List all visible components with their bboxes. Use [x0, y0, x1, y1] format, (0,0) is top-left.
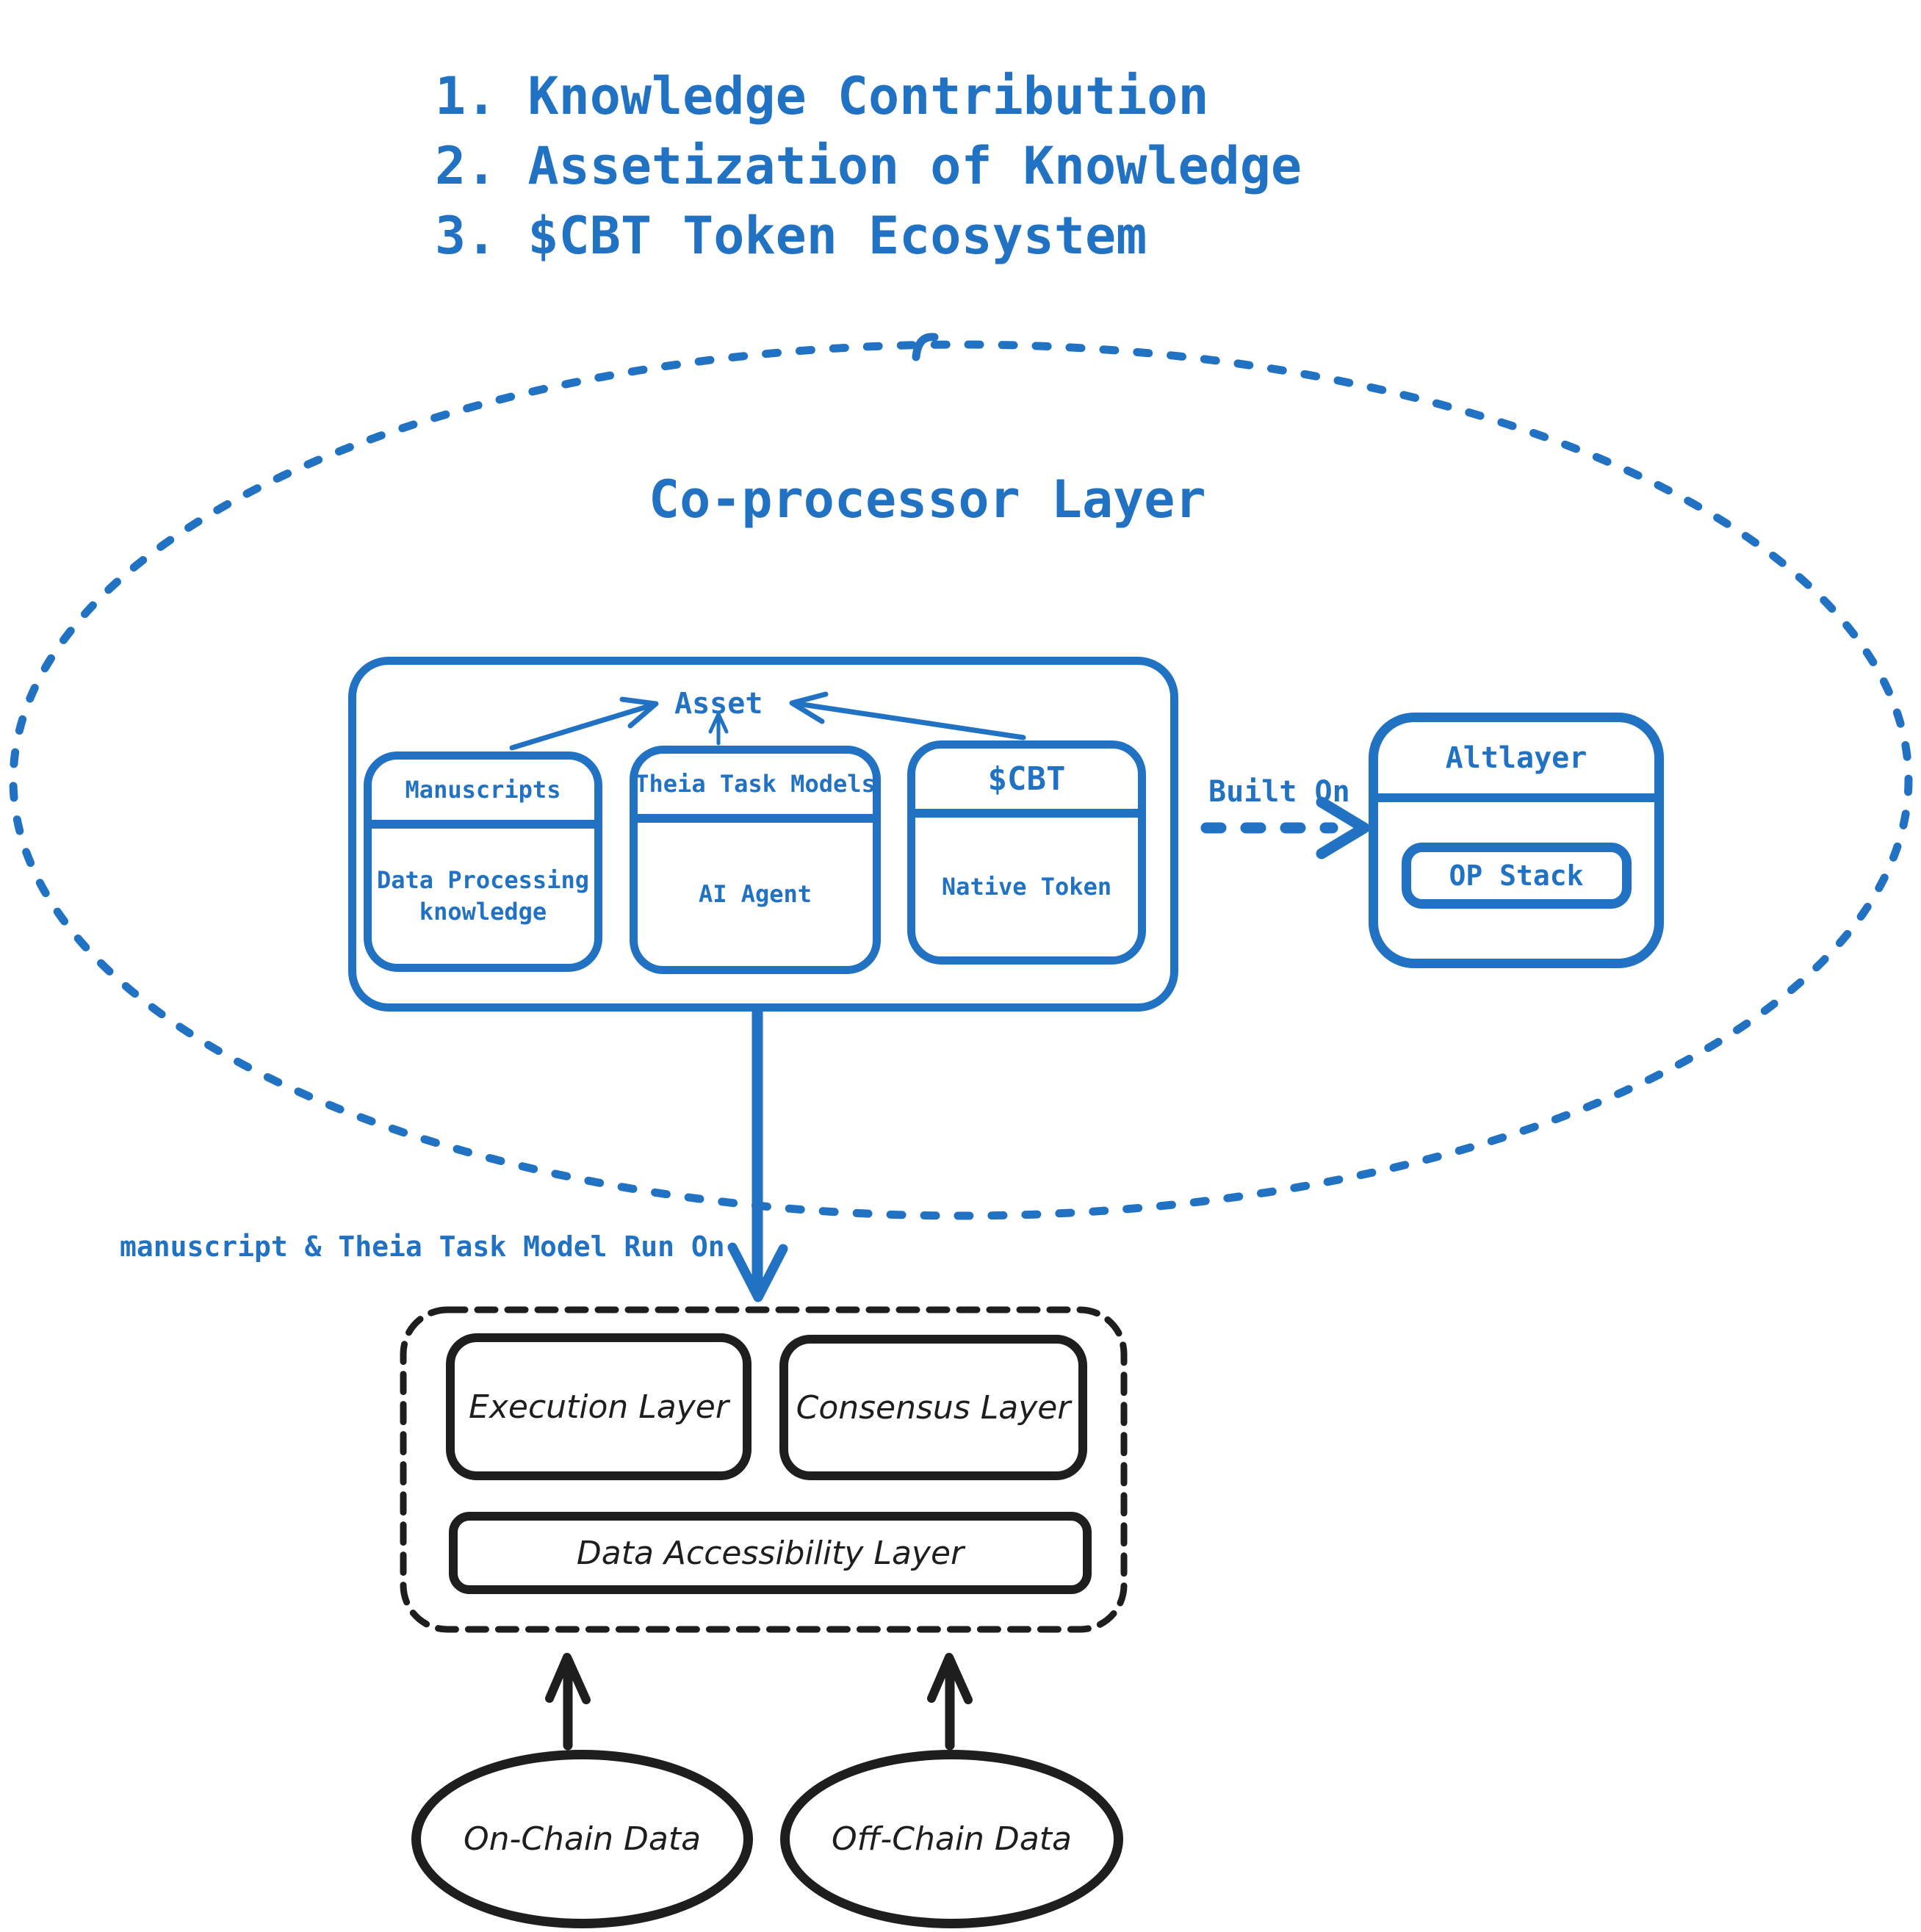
execution-layer-box: Execution Layer	[446, 1333, 752, 1480]
asset-label: Asset	[674, 687, 763, 721]
on-chain-data-ellipse: On-Chain Data	[411, 1750, 753, 1928]
card-manuscripts-header: Manuscripts	[372, 760, 594, 829]
off-chain-data-ellipse: Off-Chain Data	[780, 1750, 1123, 1928]
card-manuscripts-body: Data Processing knowledge	[377, 865, 589, 926]
blockchain-dashed-box	[400, 1306, 1128, 1633]
theia-to-asset-arrowhead	[708, 712, 729, 734]
altlayer-box: Altlayer OP Stack	[1369, 713, 1664, 968]
on-chain-arrow	[545, 1653, 591, 1751]
card-cbt-header: $CBT	[915, 749, 1138, 818]
consensus-layer-box: Consensus Layer	[779, 1335, 1087, 1480]
run-on-arrow	[727, 1006, 788, 1302]
card-cbt-token: $CBT Native Token	[907, 740, 1146, 965]
data-accessibility-layer-box: Data Accessibility Layer	[449, 1512, 1092, 1594]
off-chain-arrowhead	[927, 1653, 973, 1704]
card-manuscripts: Manuscripts Data Processing knowledge	[364, 751, 602, 972]
on-chain-arrowhead	[545, 1653, 591, 1704]
card-theia-task-models: Theia Task Models AI Agent	[630, 746, 881, 974]
manuscripts-to-asset-arrowhead	[619, 696, 659, 729]
intro-list-item: 1. Knowledge Contribution	[435, 66, 1209, 126]
intro-list-item: 3. $CBT Token Ecosystem	[435, 206, 1147, 266]
cbt-to-asset-arrow	[795, 701, 1026, 740]
card-theia-body: AI Agent	[698, 879, 812, 908]
cbt-to-asset-arrowhead	[789, 691, 829, 724]
run-on-label: manuscript & Theia Task Model Run On	[120, 1230, 725, 1263]
altlayer-body: OP Stack	[1378, 802, 1654, 959]
built-on-label: Built On	[1208, 775, 1350, 809]
card-cbt-body: Native Token	[941, 872, 1112, 901]
intro-list-item: 2. Assetization of Knowledge	[435, 136, 1302, 196]
intro-list: 1. Knowledge Contribution 2. Assetizatio…	[435, 62, 1302, 271]
op-stack-box: OP Stack	[1401, 842, 1632, 909]
manuscripts-to-asset-arrow	[509, 703, 652, 751]
altlayer-header: Altlayer	[1378, 722, 1654, 802]
off-chain-arrow	[927, 1653, 973, 1751]
asset-arrows	[509, 691, 1026, 751]
card-theia-header: Theia Task Models	[635, 754, 876, 823]
built-on-arrow	[1200, 796, 1370, 859]
run-on-arrowhead	[727, 1242, 788, 1302]
ellipse-seam-mark	[912, 333, 939, 361]
coprocessor-boundary-ellipse	[9, 340, 1913, 1220]
asset-container-box	[348, 657, 1178, 1012]
built-on-arrowhead	[1316, 796, 1370, 859]
coprocessor-layer-title: Co-processor Layer	[649, 469, 1206, 530]
